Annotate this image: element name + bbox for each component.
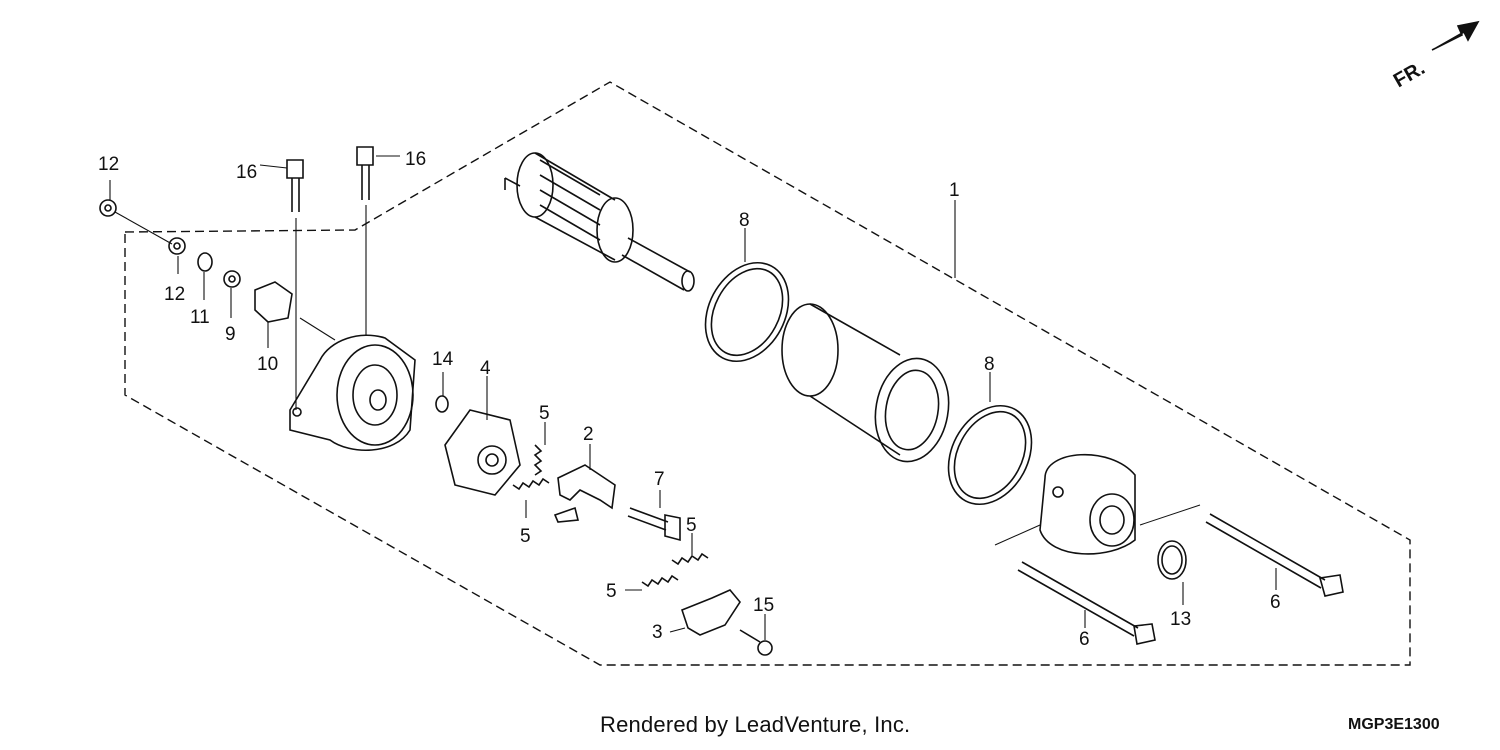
bolt-16-left: [286, 159, 304, 212]
callout-16a: 16: [236, 162, 257, 183]
screw-15: [739, 629, 773, 656]
terminal-insulator-10: [254, 281, 293, 323]
callout-6b: 6: [1079, 629, 1090, 650]
callout-5d: 5: [606, 581, 617, 602]
assembly-outline: [124, 81, 1411, 666]
callout-numbers: 1 2 3 4 5 5 5 5 6 6 7 8 8 9 10 11 12 12 …: [98, 149, 1281, 650]
front-cover: [1039, 453, 1136, 555]
callout-8a: 8: [739, 210, 750, 231]
spring-b: [512, 477, 550, 491]
brush-2: [553, 464, 616, 523]
brush-3: [681, 589, 741, 636]
armature: [504, 152, 695, 292]
o-ring-lower: [947, 404, 1033, 506]
nut-12-top: [99, 199, 117, 217]
callout-13: 13: [1170, 609, 1191, 630]
nut-9: [223, 270, 241, 288]
front-direction-arrow: [1431, 20, 1480, 51]
through-bolt-upper: [1205, 513, 1344, 597]
through-bolt-lower: [1017, 561, 1156, 645]
nut-12: [168, 237, 186, 255]
callout-5a: 5: [539, 403, 550, 424]
terminal-bolt: [627, 507, 681, 542]
callout-15: 15: [753, 595, 774, 616]
spring-d: [641, 574, 679, 588]
spring-c: [671, 552, 709, 566]
o-ring-14: [435, 395, 449, 413]
drawing-code: MGP3E1300: [1348, 716, 1440, 733]
callout-14: 14: [432, 349, 454, 370]
callout-10: 10: [257, 354, 278, 375]
starter-yoke: [781, 303, 950, 463]
callout-2: 2: [583, 424, 594, 445]
callout-12a: 12: [98, 154, 119, 175]
callout-5c: 5: [686, 515, 697, 536]
seal-ring: [1157, 540, 1187, 580]
render-credit: Rendered by LeadVenture, Inc.: [600, 712, 911, 737]
bolt-16-right: [356, 146, 374, 200]
callout-1: 1: [949, 180, 960, 201]
washer-11: [197, 252, 213, 272]
front-direction-label: FR.: [1390, 57, 1429, 92]
callout-5b: 5: [520, 526, 531, 547]
rear-cover: [289, 334, 416, 451]
callout-8b: 8: [984, 354, 995, 375]
brush-holder: [444, 409, 521, 496]
callout-9: 9: [225, 324, 236, 345]
callout-6a: 6: [1270, 592, 1281, 613]
o-ring-upper: [704, 261, 790, 363]
callout-3: 3: [652, 622, 663, 643]
leader-lines: [109, 155, 1277, 640]
callout-16b: 16: [405, 149, 426, 170]
callout-12b: 12: [164, 284, 185, 305]
callout-11: 11: [190, 307, 210, 328]
callout-7: 7: [654, 469, 665, 490]
spring-a: [533, 444, 543, 476]
callout-4: 4: [480, 358, 491, 379]
